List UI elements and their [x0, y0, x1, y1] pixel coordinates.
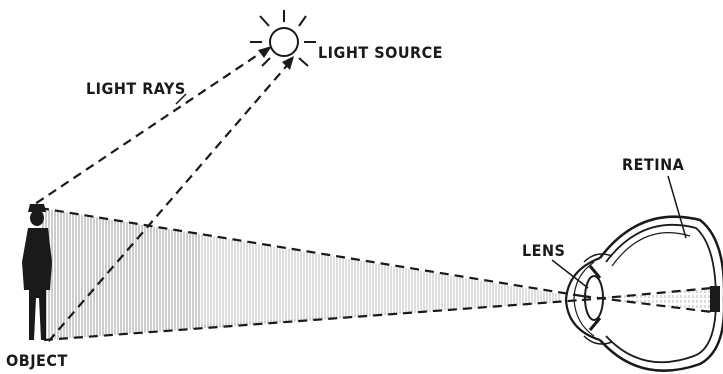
- label-retina: RETINA: [622, 155, 685, 174]
- light-rays: [31, 47, 291, 343]
- light-cone-shading: [40, 208, 560, 340]
- label-light-rays: LIGHT RAYS: [86, 79, 186, 98]
- ray-to-head: [31, 47, 269, 207]
- iris-top: [588, 265, 602, 279]
- label-object: OBJECT: [6, 351, 68, 370]
- lens-shape: [584, 275, 604, 321]
- label-lens: LENS: [522, 241, 565, 260]
- cornea-inner: [573, 261, 595, 337]
- retina-layer: [611, 232, 691, 267]
- eye-outer-wall: [599, 215, 723, 372]
- light-rays-leader: [175, 93, 187, 105]
- light-cone-fade: [200, 235, 560, 325]
- eye-icon: [564, 215, 723, 372]
- arrowhead-upper-ray: [258, 46, 272, 58]
- optic-nerve: [710, 286, 720, 312]
- ciliary-top: [583, 253, 613, 263]
- arrowheads: [258, 46, 294, 70]
- retina-leader: [667, 175, 687, 239]
- iris-bottom: [588, 317, 602, 331]
- man-silhouette-icon: [22, 204, 52, 340]
- arrowhead-lower-ray: [282, 56, 294, 70]
- ray-head-to-lens: [39, 206, 583, 298]
- cornea: [564, 256, 601, 342]
- lens-leader: [551, 259, 589, 289]
- ciliary-bottom: [583, 335, 613, 345]
- label-light-source: LIGHT SOURCE: [318, 43, 443, 62]
- ray-to-feet: [47, 61, 291, 343]
- sun-icon: [250, 10, 316, 67]
- eye-cone-shading: [590, 288, 712, 312]
- leader-lines: [175, 93, 687, 289]
